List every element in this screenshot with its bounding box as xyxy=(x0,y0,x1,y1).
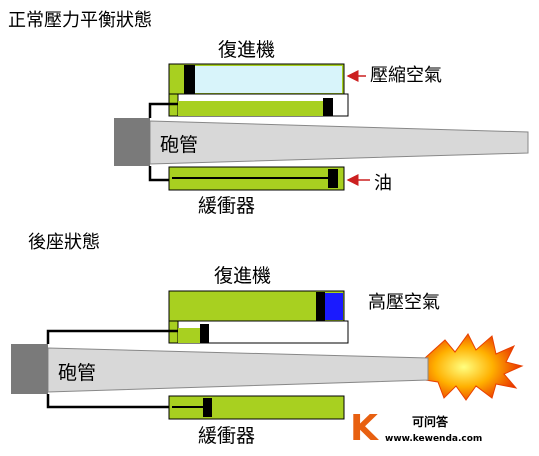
lower-breech xyxy=(11,344,48,394)
lower-recuperator xyxy=(168,290,349,344)
lower-high-pressure-air-label: 高壓空氣 xyxy=(368,292,440,313)
watermark-brand: 可问答 xyxy=(412,414,449,429)
lower-title: 後座狀態 xyxy=(28,232,100,253)
lower-recuperator-rod-piston xyxy=(200,324,209,343)
upper-recuperator-label: 復進機 xyxy=(218,39,275,61)
lower-buffer xyxy=(168,395,345,420)
upper-recuperator-rod-piston xyxy=(323,98,333,116)
watermark-url: www.kewenda.com xyxy=(385,434,482,444)
upper-recuperator-piston xyxy=(184,65,195,94)
upper-recuperator xyxy=(168,63,349,117)
upper-buffer-label: 緩衝器 xyxy=(198,195,255,217)
upper-oil-label: 油 xyxy=(374,173,392,194)
upper-buffer-piston xyxy=(328,169,338,188)
upper-barrel xyxy=(114,102,529,182)
watermark: K 可问答 www.kewenda.com xyxy=(350,408,482,449)
lower-barrel-label: 砲管 xyxy=(58,362,96,384)
lower-buffer-piston xyxy=(203,398,212,417)
watermark-logo: K xyxy=(350,408,379,449)
lower-recuperator-label: 復進機 xyxy=(214,265,271,287)
upper-compressed-air-label: 壓縮空氣 xyxy=(370,65,442,86)
upper-barrel-label: 砲管 xyxy=(160,134,198,156)
lower-barrel xyxy=(11,329,429,409)
upper-buffer xyxy=(168,166,345,191)
muzzle-flame xyxy=(424,333,524,401)
lower-buffer-label: 緩衝器 xyxy=(198,425,255,447)
upper-title: 正常壓力平衡狀態 xyxy=(8,10,152,31)
lower-high-pressure-air xyxy=(325,293,343,320)
lower-recuperator-piston xyxy=(316,292,325,321)
upper-breech xyxy=(114,118,150,166)
